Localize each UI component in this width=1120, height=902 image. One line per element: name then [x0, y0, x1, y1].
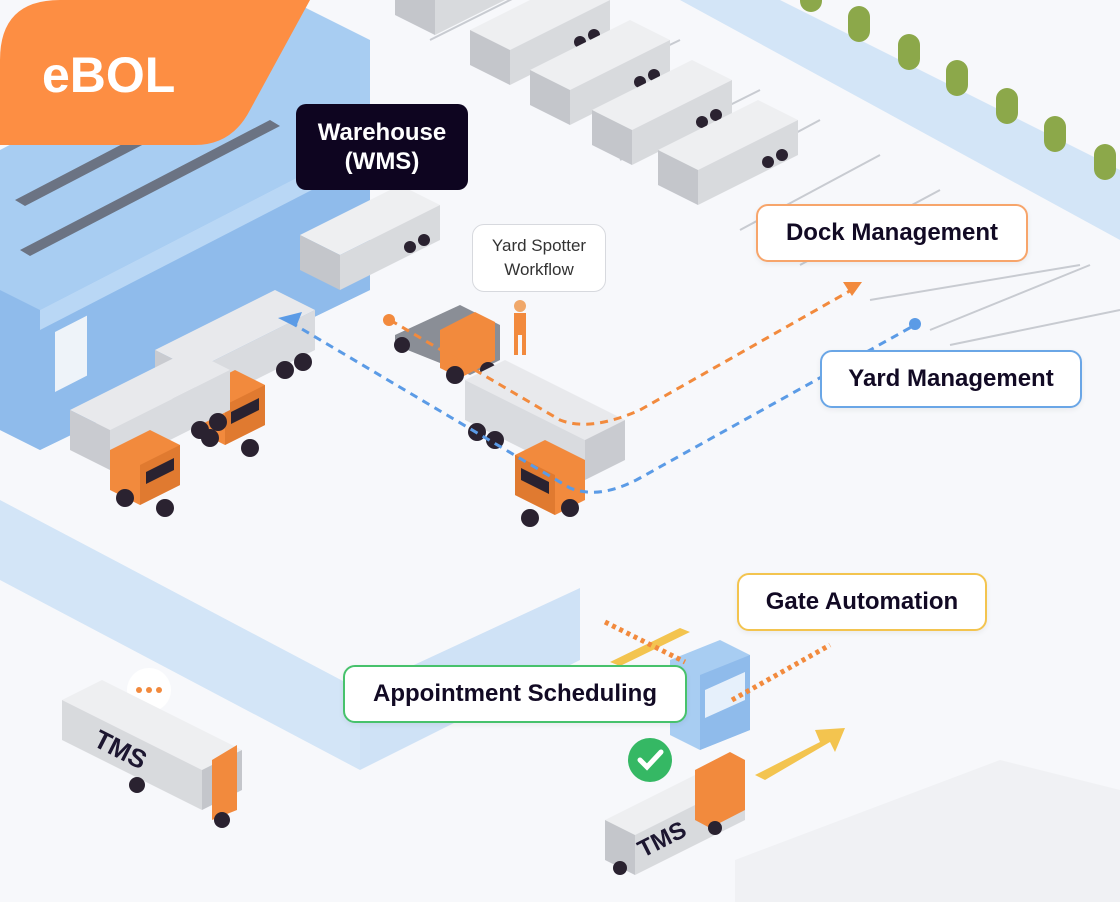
appointment-scheduling-label: Appointment Scheduling — [343, 665, 687, 723]
warehouse-wms-label: Warehouse (WMS) — [296, 104, 468, 190]
orange-arrow-head — [843, 282, 862, 296]
bubble-line1: Yard Spotter — [491, 236, 587, 255]
lane-top-right — [680, 0, 1120, 240]
bubble-line2: Workflow — [504, 260, 574, 279]
yard-spotter-worker — [514, 300, 526, 355]
yard-management-label: Yard Management — [820, 350, 1082, 408]
ebol-badge: eBOL — [0, 0, 310, 145]
blue-dashed-path — [289, 320, 916, 494]
dock-management-label: Dock Management — [756, 204, 1028, 262]
warehouse-label-line1: Warehouse — [317, 119, 447, 146]
blue-arrow-head — [278, 312, 302, 327]
tms-truck-left: TMS — [62, 680, 242, 828]
gate-booth — [603, 619, 845, 780]
lane-bottom-right — [735, 760, 1120, 902]
tms-truck-right: TMS — [605, 752, 745, 875]
gate-automation-label: Gate Automation — [737, 573, 987, 631]
ebol-title: eBOL — [42, 47, 176, 103]
check-icon — [628, 738, 672, 782]
hedge — [800, 0, 1116, 180]
yard-spotter-bubble: Yard Spotter Workflow — [472, 224, 606, 292]
orange-dashed-path — [389, 286, 856, 426]
warehouse-label-line2: (WMS) — [344, 148, 420, 175]
lane-bottom-left — [0, 500, 360, 770]
